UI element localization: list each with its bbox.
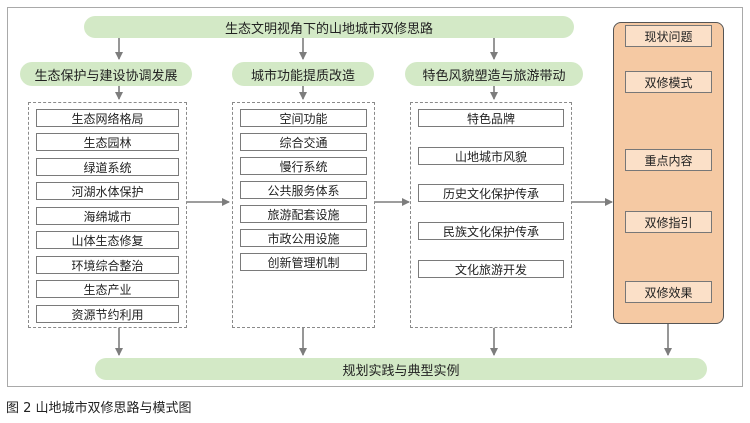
list-item: 空间功能 [240, 109, 367, 127]
list-item: 民族文化保护传承 [418, 222, 564, 240]
list-item: 创新管理机制 [240, 253, 367, 271]
list-item: 历史文化保护传承 [418, 184, 564, 202]
group-ecology: 生态网络格局 生态园林 绿道系统 河湖水体保护 海绵城市 山体生态修复 环境综合… [28, 102, 187, 328]
list-item: 公共服务体系 [240, 181, 367, 199]
list-item: 河湖水体保护 [36, 182, 179, 200]
bottom-banner: 规划实践与典型实例 [95, 358, 707, 380]
list-item: 绿道系统 [36, 158, 179, 176]
list-item: 旅游配套设施 [240, 205, 367, 223]
column-title-2-label: 城市功能提质改造 [250, 68, 355, 84]
list-item: 环境综合整治 [36, 256, 179, 274]
bottom-banner-label: 规划实践与典型实例 [342, 363, 460, 379]
list-item: 生态园林 [36, 133, 179, 151]
process-step: 重点内容 [625, 149, 712, 171]
list-item: 山地城市风貌 [418, 147, 564, 165]
column-title-3-label: 特色风貌塑造与旅游带动 [422, 68, 566, 84]
group-character-tourism: 特色品牌 山地城市风貌 历史文化保护传承 民族文化保护传承 文化旅游开发 [410, 102, 572, 328]
process-panel: 现状问题 双修模式 重点内容 双修指引 双修效果 [613, 22, 724, 324]
list-item: 文化旅游开发 [418, 260, 564, 278]
process-step: 双修指引 [625, 211, 712, 233]
column-title-1-label: 生态保护与建设协调发展 [34, 68, 178, 84]
column-title-2: 城市功能提质改造 [232, 62, 374, 86]
list-item: 慢行系统 [240, 157, 367, 175]
process-step: 双修模式 [625, 71, 712, 93]
list-item: 资源节约利用 [36, 305, 179, 323]
process-step: 现状问题 [625, 25, 712, 47]
list-item: 海绵城市 [36, 207, 179, 225]
list-item: 综合交通 [240, 133, 367, 151]
list-item: 特色品牌 [418, 109, 564, 127]
list-item: 山体生态修复 [36, 231, 179, 249]
top-banner-label: 生态文明视角下的山地城市双修思路 [224, 21, 433, 37]
top-banner: 生态文明视角下的山地城市双修思路 [84, 16, 574, 38]
list-item: 生态网络格局 [36, 109, 179, 127]
list-item: 市政公用设施 [240, 229, 367, 247]
column-title-1: 生态保护与建设协调发展 [20, 62, 192, 86]
group-city-function: 空间功能 综合交通 慢行系统 公共服务体系 旅游配套设施 市政公用设施 创新管理… [232, 102, 375, 328]
list-item: 生态产业 [36, 280, 179, 298]
figure-caption: 图 2 山地城市双修思路与模式图 [6, 401, 192, 416]
column-title-3: 特色风貌塑造与旅游带动 [405, 62, 583, 86]
process-step: 双修效果 [625, 281, 712, 303]
